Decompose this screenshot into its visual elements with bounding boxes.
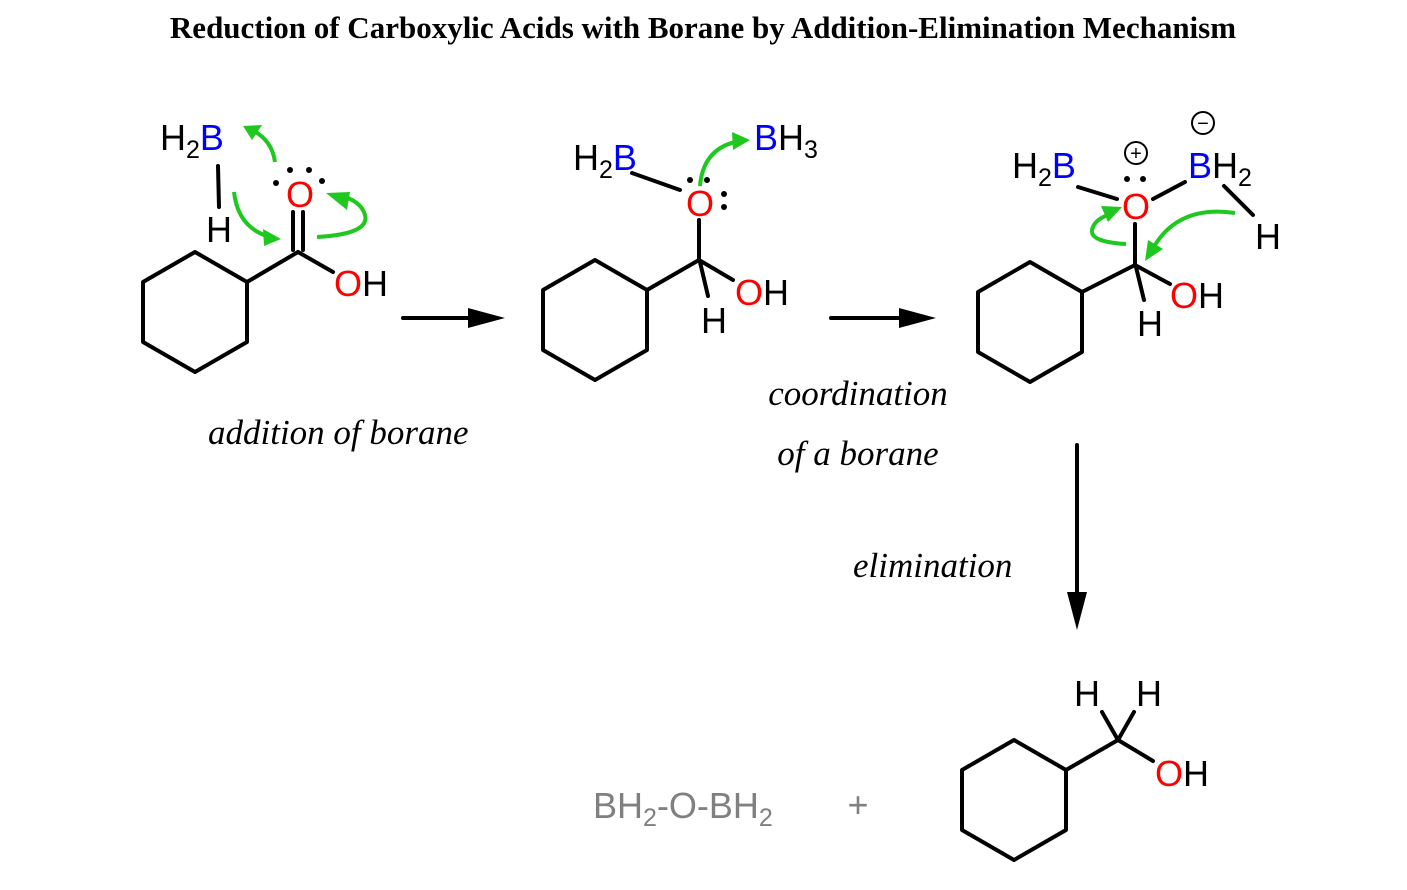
oxonium-borate-intermediate: O OH H H2B BH2 H + − bbox=[976, 111, 1281, 384]
svg-text:O: O bbox=[286, 174, 314, 215]
svg-text:OH: OH bbox=[334, 263, 388, 304]
svg-text:−: − bbox=[1197, 113, 1209, 135]
svg-text:H: H bbox=[1136, 673, 1162, 714]
step-label-addition: addition of borane bbox=[208, 413, 469, 452]
negative-charge-icon: − bbox=[1191, 111, 1215, 135]
step-label-coordination: coordination bbox=[768, 374, 948, 413]
svg-text:OH: OH bbox=[1155, 753, 1209, 794]
page-title: Reduction of Carboxylic Acids with Boran… bbox=[170, 10, 1236, 45]
svg-text:OH: OH bbox=[735, 272, 789, 313]
borane-adduct-intermediate: O OH H H2B BH3 bbox=[541, 117, 818, 382]
svg-text:H: H bbox=[1137, 303, 1163, 344]
step-label-elimination: elimination bbox=[853, 546, 1012, 585]
cyclohexylmethanol-product: H H OH bbox=[960, 673, 1209, 862]
svg-text:H2B: H2B bbox=[1012, 145, 1076, 192]
svg-text:H: H bbox=[206, 209, 232, 250]
byproduct-label: BH2-O-BH2 bbox=[593, 785, 773, 832]
svg-text:H: H bbox=[1255, 216, 1281, 257]
svg-text:O: O bbox=[686, 183, 714, 224]
positive-charge-icon: + bbox=[1124, 141, 1148, 165]
svg-text:H: H bbox=[701, 300, 727, 341]
svg-text:O: O bbox=[1122, 186, 1150, 227]
svg-text:H: H bbox=[1074, 673, 1100, 714]
svg-text:OH: OH bbox=[1170, 275, 1224, 316]
step-label-coordination-2: of a borane bbox=[777, 434, 938, 473]
svg-text:+: + bbox=[1130, 143, 1142, 165]
plus-sign: + bbox=[847, 784, 868, 825]
cyclohexanecarboxylic-acid: O OH H2B H bbox=[141, 117, 388, 374]
svg-text:BH3: BH3 bbox=[754, 117, 818, 164]
svg-text:H2B: H2B bbox=[573, 137, 637, 184]
svg-text:H2B: H2B bbox=[160, 117, 224, 164]
svg-text:BH2: BH2 bbox=[1188, 145, 1252, 192]
